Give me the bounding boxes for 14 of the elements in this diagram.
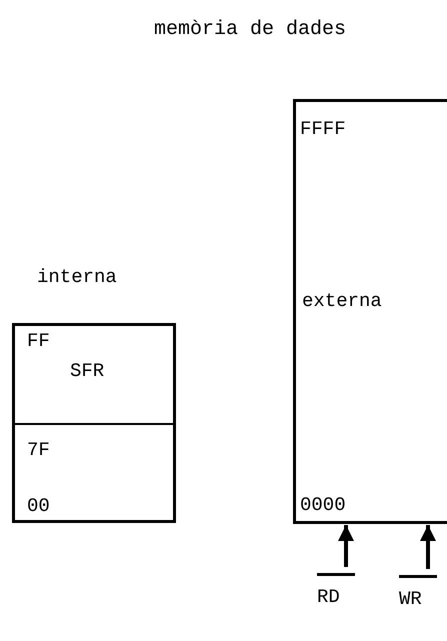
signal-label: RD: [317, 573, 355, 608]
address-label: SFR: [70, 360, 104, 382]
arrow: [338, 525, 354, 567]
address-label: 7F: [27, 439, 50, 461]
arrow: [420, 525, 436, 569]
title: memòria de dades: [152, 18, 348, 41]
address-label: 00: [27, 495, 50, 517]
address-label: FFFF: [300, 118, 346, 140]
address-label: FF: [27, 330, 50, 352]
memory-box: [293, 99, 447, 524]
address-label: 0000: [300, 494, 346, 516]
signal-label: WR: [399, 575, 437, 610]
address-label: externa: [302, 290, 382, 312]
heading: interna: [37, 266, 117, 288]
